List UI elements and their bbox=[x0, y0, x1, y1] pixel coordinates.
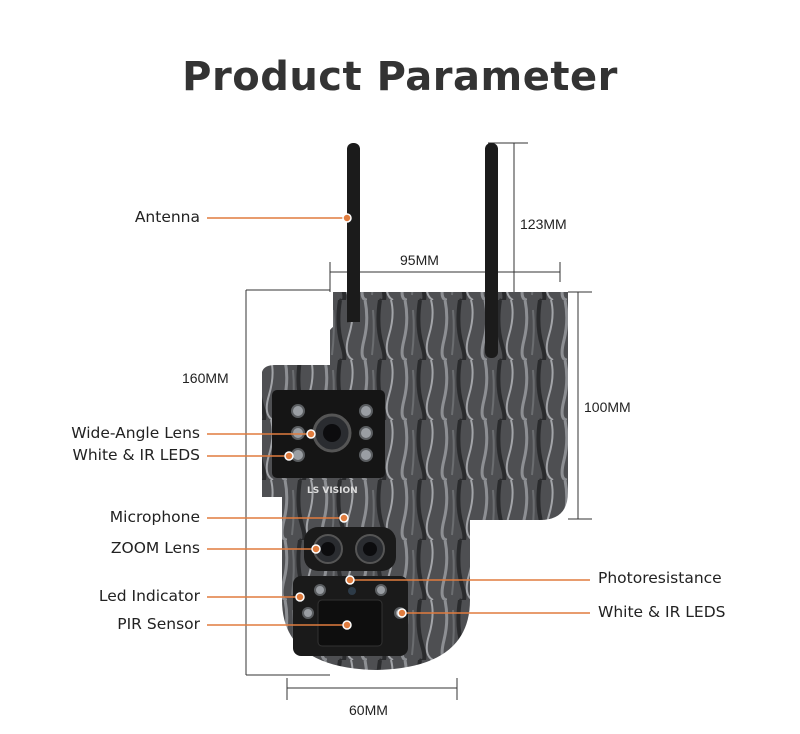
page-title: Product Parameter bbox=[182, 54, 618, 100]
callout-pir-sensor: PIR Sensor bbox=[117, 615, 200, 633]
callout-zoom-lens: ZOOM Lens bbox=[110, 539, 200, 557]
antenna-left bbox=[347, 143, 360, 338]
brand-logo: LS VISION bbox=[307, 486, 358, 496]
callout-dot bbox=[342, 213, 352, 223]
dimension-top-width: 95MM bbox=[400, 252, 439, 268]
callout-photoresistance: Photoresistance bbox=[598, 569, 722, 587]
callout-antenna: Antenna bbox=[134, 208, 200, 226]
callout-dot bbox=[311, 544, 321, 554]
dimension-antenna-height: 123MM bbox=[520, 216, 567, 232]
callout-dot bbox=[306, 429, 316, 439]
callout-dot bbox=[345, 575, 355, 585]
dimension-total-height: 160MM bbox=[182, 370, 229, 386]
callout-dot bbox=[284, 451, 294, 461]
callout-wide-angle-lens: Wide-Angle Lens bbox=[71, 424, 200, 442]
callout-dot bbox=[339, 513, 349, 523]
callout-dot bbox=[397, 608, 407, 618]
callout-dot bbox=[342, 620, 352, 630]
callout-white-ir-leds-right: White & IR LEDS bbox=[598, 603, 726, 621]
callout-dot bbox=[295, 592, 305, 602]
callout-microphone: Microphone bbox=[109, 508, 200, 526]
dimension-plate-height: 100MM bbox=[584, 399, 631, 415]
dimension-bottom-width: 60MM bbox=[349, 702, 388, 718]
antenna-right bbox=[485, 143, 498, 358]
callout-led-indicator: Led Indicator bbox=[98, 587, 200, 605]
callout-white-ir-leds-left: White & IR LEDS bbox=[72, 446, 200, 464]
